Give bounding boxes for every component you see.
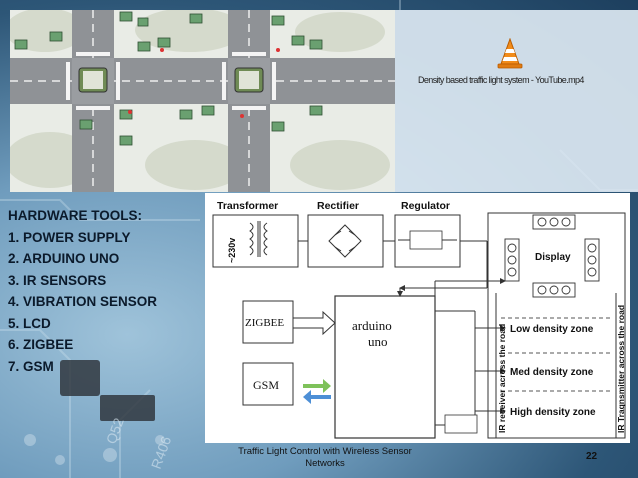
slide-caption: Traffic Light Control with Wireless Sens… bbox=[238, 446, 412, 469]
transformer-box bbox=[212, 214, 299, 268]
block-diagram: Transformer Rectifier Regulator ~230v bbox=[205, 193, 630, 443]
arduino-box bbox=[334, 295, 436, 439]
display-label: Display bbox=[535, 252, 571, 263]
road-zone-area bbox=[487, 212, 626, 439]
intersection-scene bbox=[10, 10, 395, 192]
gsm-box bbox=[242, 362, 294, 406]
high-density-zone: High density zone bbox=[510, 407, 596, 418]
rectifier-label: Rectifier bbox=[317, 200, 359, 212]
input-voltage-label: ~230v bbox=[227, 238, 237, 263]
ir-receiver-label: IR receiver across the road bbox=[497, 324, 507, 433]
regulator-label: Regulator bbox=[401, 200, 450, 212]
hardware-item: 3. IR SENSORS bbox=[8, 272, 107, 288]
hardware-heading: HARDWARE TOOLS: bbox=[8, 208, 142, 223]
hardware-item: 4. VIBRATION SENSOR bbox=[8, 294, 158, 309]
svg-text:R406: R406 bbox=[148, 434, 175, 471]
regulator-chip-icon bbox=[409, 230, 443, 250]
hardware-item: 5. LCD bbox=[8, 315, 51, 331]
hardware-item: 2. ARDUINO UNO bbox=[8, 251, 120, 266]
rectifier-box bbox=[307, 214, 384, 268]
hardware-item: 6. ZIGBEE bbox=[8, 337, 74, 352]
transformer-label: Transformer bbox=[217, 200, 278, 212]
bidirectional-arrow-icon bbox=[303, 379, 331, 404]
diode-bridge-icon bbox=[328, 224, 362, 258]
sensor-module-icon bbox=[444, 414, 478, 434]
zigbee-label: ZIGBEE bbox=[245, 317, 284, 329]
arduino-label: arduino bbox=[352, 318, 392, 333]
transformer-coil-icon bbox=[249, 221, 268, 257]
block-diagram-canvas: Transformer Rectifier Regulator ~230v bbox=[212, 200, 626, 439]
hardware-item: 1. POWER SUPPLY bbox=[8, 229, 131, 245]
low-density-zone: Low density zone bbox=[510, 324, 594, 335]
hardware-item: 7. GSM bbox=[8, 358, 54, 374]
hardware-tools-list: HARDWARE TOOLS: 1. POWER SUPPLY 2. ARDUI… bbox=[8, 205, 208, 377]
gsm-label: GSM bbox=[253, 378, 279, 392]
traffic-simulation-image bbox=[10, 10, 395, 192]
zigbee-arrow-icon bbox=[292, 310, 336, 336]
ir-transmitter-label: IR Traqnsmitter across the road bbox=[616, 305, 626, 433]
regulator-box bbox=[394, 214, 461, 268]
vlc-cone-icon[interactable] bbox=[497, 38, 523, 70]
arduino-label-uno: uno bbox=[368, 334, 388, 349]
med-density-zone: Med density zone bbox=[510, 367, 594, 378]
video-title[interactable]: Density based traffic light system - You… bbox=[418, 75, 584, 85]
video-player-strip[interactable] bbox=[395, 10, 638, 192]
traffic-light-icons bbox=[504, 214, 600, 298]
page-number: 22 bbox=[586, 451, 598, 462]
